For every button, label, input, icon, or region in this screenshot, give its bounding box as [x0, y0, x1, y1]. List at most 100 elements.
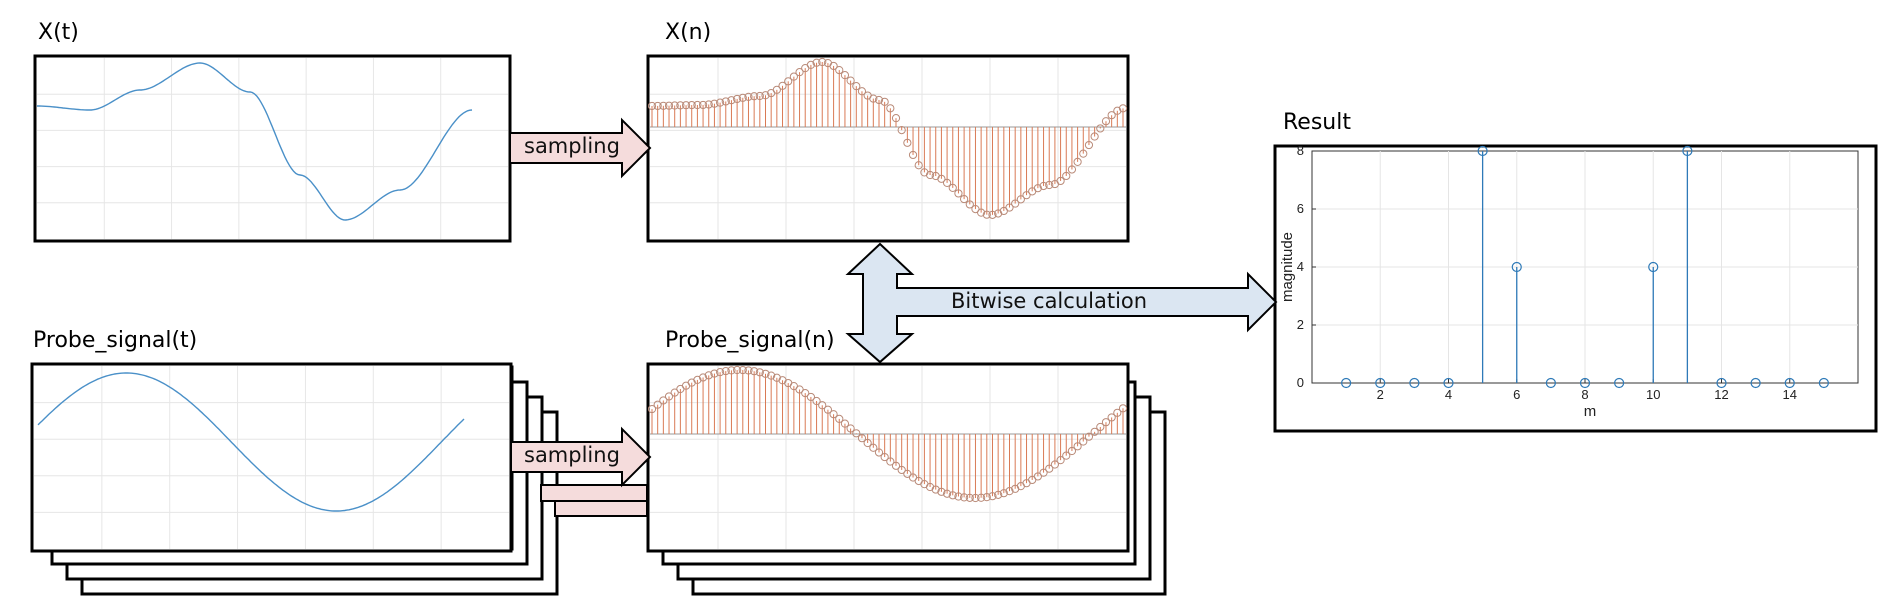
result-point [1784, 377, 1795, 389]
probe-t-signal [37, 372, 465, 512]
sample-marker [727, 366, 736, 375]
result-tick-label-y: 4 [1297, 259, 1304, 274]
sample-marker [761, 91, 770, 100]
sample-marker [733, 94, 742, 104]
probe-n-title: Probe_signal(n) [665, 328, 835, 353]
sample-marker [971, 493, 980, 503]
sample-marker [704, 371, 713, 380]
sample-marker [1118, 104, 1128, 113]
sample-marker [903, 469, 912, 478]
sample-marker [840, 419, 850, 428]
sample-marker [755, 368, 764, 377]
sample-marker [676, 101, 685, 110]
sample-marker [778, 81, 787, 90]
sample-marker [886, 104, 895, 113]
sample-marker [971, 204, 980, 214]
sample-marker [653, 400, 662, 409]
sample-marker [767, 371, 776, 380]
probe-t-plot [34, 366, 509, 549]
sample-marker [891, 114, 901, 123]
sample-marker [829, 61, 838, 71]
xt-panel [33, 54, 512, 243]
sample-marker [659, 101, 668, 110]
sample-marker [806, 60, 815, 69]
sample-marker [835, 414, 844, 424]
sample-marker [659, 396, 668, 405]
sample-marker [891, 461, 901, 470]
result-point [1614, 377, 1625, 389]
sample-marker [982, 493, 991, 502]
sample-marker [1073, 442, 1082, 451]
sample-marker [1084, 140, 1094, 150]
sampling-arrow-bottom [510, 426, 652, 488]
sample-marker [670, 101, 679, 110]
result-point [1648, 261, 1659, 273]
result-tick-label-x: 4 [1445, 387, 1452, 402]
xt-signal [37, 62, 473, 221]
sample-marker [937, 487, 946, 496]
sample-marker [681, 101, 691, 110]
result-tick-label-x: 12 [1714, 387, 1728, 402]
sample-marker [1101, 418, 1111, 427]
sample-marker [761, 369, 770, 378]
sample-marker [1118, 404, 1128, 413]
sample-marker [693, 375, 702, 385]
sample-marker [1062, 451, 1071, 460]
sample-marker [693, 100, 702, 110]
result-ylabel: magnitude [1279, 232, 1296, 302]
result-point [1716, 377, 1727, 389]
sample-marker [914, 161, 923, 170]
sample-marker [897, 125, 906, 135]
sample-marker [1062, 171, 1071, 181]
result-title: Result [1283, 110, 1351, 135]
sample-marker [874, 448, 884, 457]
sampling-label-bottom: sampling [524, 443, 620, 467]
sample-marker [744, 366, 753, 375]
sample-marker [710, 369, 719, 378]
sample-marker [698, 373, 708, 382]
sample-marker [670, 388, 679, 397]
sample-marker [874, 95, 884, 105]
sample-marker [897, 465, 906, 475]
sample-marker [880, 97, 889, 106]
xt-title: X(t) [38, 20, 79, 45]
sample-marker [965, 200, 974, 209]
sample-marker [733, 365, 742, 375]
result-point [1579, 377, 1591, 389]
result-point [1477, 145, 1488, 157]
result-tick-label-y: 2 [1297, 317, 1304, 332]
sample-marker [960, 194, 969, 204]
sample-marker [1107, 111, 1116, 120]
sample-marker [823, 405, 833, 414]
sample-marker [744, 92, 753, 101]
sample-marker [852, 429, 861, 438]
result-point [1750, 377, 1761, 389]
sample-marker [954, 189, 963, 198]
result-xlabel: m [1584, 403, 1597, 420]
sample-marker [1039, 181, 1048, 191]
sample-marker [846, 76, 855, 85]
sample-marker [1113, 106, 1122, 115]
sample-marker [772, 85, 781, 94]
sample-marker [1011, 199, 1020, 208]
sample-marker [908, 150, 918, 160]
sample-marker [647, 101, 657, 111]
double-arrow-vertical [845, 242, 915, 364]
result-tick-label-y: 8 [1297, 143, 1304, 158]
result-point [1375, 377, 1386, 389]
sample-marker [755, 91, 764, 101]
sampling-arrow-top [509, 117, 652, 179]
probe-n-plot [647, 365, 1128, 549]
sample-marker [977, 493, 986, 502]
sample-marker [698, 100, 708, 110]
sample-marker [857, 434, 867, 443]
sample-marker [1096, 422, 1105, 432]
result-tick-label-x: 6 [1513, 387, 1520, 402]
sample-marker [727, 96, 736, 105]
sample-marker [1101, 117, 1111, 126]
sample-marker [880, 452, 889, 462]
sample-marker [948, 183, 957, 192]
sample-marker [840, 71, 850, 80]
sample-marker [653, 101, 662, 111]
